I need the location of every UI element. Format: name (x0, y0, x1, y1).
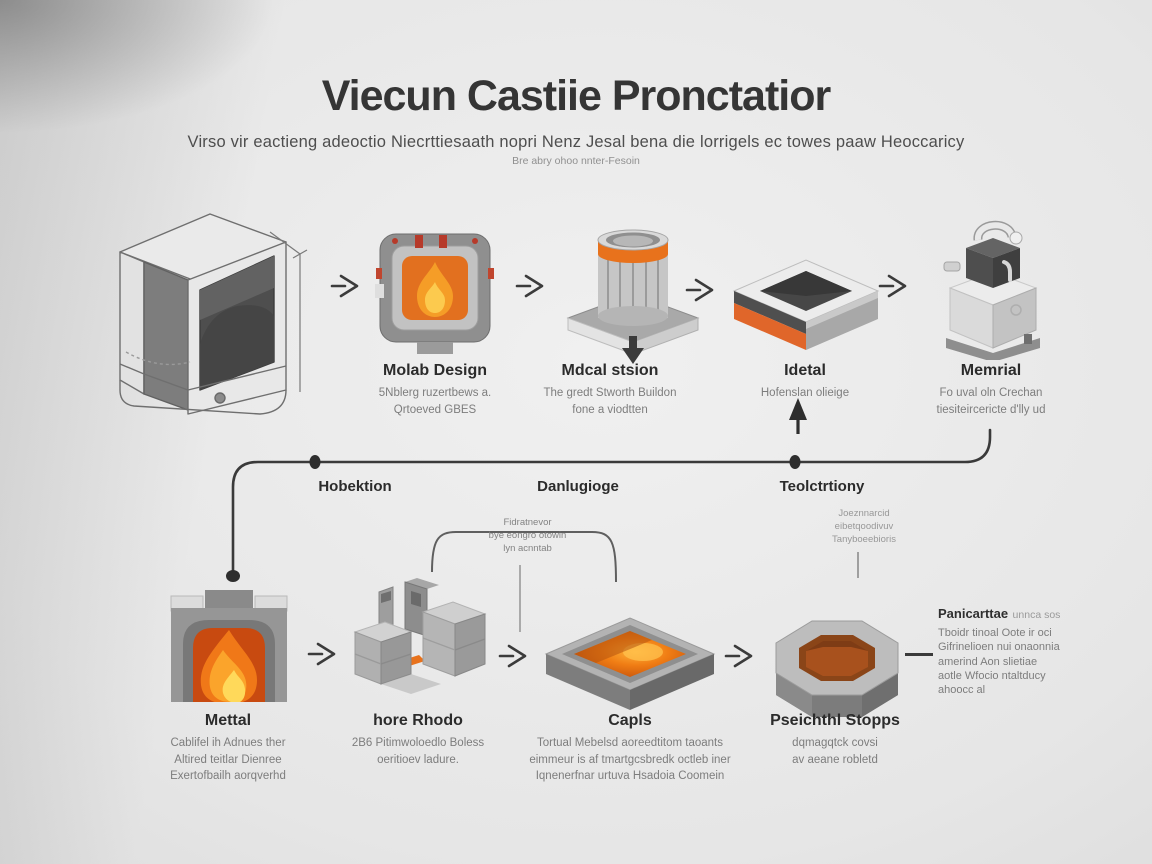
flow-connector-line (226, 398, 992, 582)
melting-furnace-icon (170, 590, 288, 702)
bottom-step-caps: Capls Tortual Mebelsd aoreedtitom taoant… (495, 712, 765, 785)
page-subtitle-small: Bre abry ohoo nnter-Fesoin (512, 155, 640, 167)
bottom-step-rhodo: hore Rhodo 2B6 Pitimwoloedlo Boless oeri… (323, 712, 513, 768)
side-note-title-suffix: unnca sos (1012, 609, 1061, 621)
page-title: Viecun Castiie Pronctatior (321, 72, 831, 120)
step-subtext-line: Tortual Mebelsd aoreedtitom taoants (536, 737, 724, 749)
bracket-annotation: Fidratnevor bye eongro otowin lyn acnnta… (445, 517, 610, 555)
annotation-line: Joeznnarcid (838, 508, 890, 519)
side-note-line: Gifrinelioen nui onaonnia (938, 641, 1060, 654)
step-subtext-line: Qrtoeved GBES (393, 403, 477, 416)
step-subtext-line: 2B6 Pitimwoloedlo Boless (351, 737, 485, 749)
side-note-line: aotle Wfocio ntaltducy (938, 669, 1046, 682)
mid-label-2: Danlugioge (537, 478, 619, 495)
top-step-memrial: Memrial Fo uval oln Crechan tiesiteircer… (906, 362, 1076, 418)
step-subtext-line: dqmagqtck covsi (792, 737, 878, 749)
step-label: Pseichthl Stopps (770, 712, 900, 729)
molten-mold-icon (544, 617, 716, 710)
top-step-metal: Idetal Hofenslan olieige (720, 362, 890, 402)
dash-connector (905, 653, 933, 656)
casting-machine-icon (353, 578, 487, 694)
step-subtext-line: Exertofbailh aorqverhd (170, 770, 286, 783)
side-note-line: Tboidr tinoal Oote ir oci (938, 627, 1052, 639)
vacuum-forming-machine-icon (119, 213, 308, 415)
step-label: Mettal (204, 712, 252, 729)
step-label: Memrial (960, 362, 1022, 379)
annotation-line: Fidratnevor (503, 517, 552, 528)
side-note-line: ahoocc al (938, 684, 986, 697)
step-label: Capls (608, 712, 652, 729)
step-subtext-line: The gredt Stworth Buildon (543, 387, 677, 399)
cast-part-icon (775, 620, 899, 717)
top-step-mold-station: Mdcal stsion The gredt Stworth Buildon f… (525, 362, 695, 418)
top-step-mold-design: Molab Design 5Nblerg ruzertbews a. Qrtoe… (350, 362, 520, 418)
side-note-line: amerind Aon slietiae (938, 655, 1038, 668)
step-subtext-line: Fo uval oln Crechan (939, 387, 1043, 399)
arrow-right-icon (330, 274, 359, 298)
crucible-icon (566, 229, 700, 364)
bottom-step-metal: Mettal Cablifel ih Adnues ther Altired t… (133, 712, 323, 785)
arrow-right-icon (724, 644, 753, 668)
step-label: Idetal (784, 362, 826, 379)
page-subtitle: Virso vir eactieng adeoctio Niecrttiesaa… (187, 133, 965, 151)
step-label: Molab Design (382, 362, 487, 379)
annotation-line: bye eongro otowin (488, 529, 567, 541)
step-subtext-line: Altired teitlar Dienree (174, 753, 282, 766)
annotation-line: lyn acnntab (503, 542, 552, 554)
step-subtext-line: Hofenslan olieige (760, 387, 850, 399)
step-subtext-line: tiesiteircericte d'lly ud (936, 403, 1046, 416)
step-subtext-line: av aeane robletd (792, 753, 878, 766)
side-note: Panicarttae unnca sos Tboidr tinoal Oote… (938, 605, 1100, 697)
arrow-right-icon (685, 278, 714, 302)
step-subtext-line: Iqnenerfnar urtuva Hsadoia Coomein (535, 770, 725, 783)
right-annotation: Joeznnarcid eibetqoodivuv Tanyboeebioris (808, 508, 920, 546)
mold-frame-icon (732, 259, 880, 350)
mold-furnace-icon (375, 233, 494, 354)
step-subtext-line: Cablifel ih Adnues ther (170, 737, 286, 749)
step-subtext-line: oeritioev ladure. (377, 753, 459, 766)
step-label: Mdcal stsion (561, 362, 659, 379)
step-subtext-line: fone a viodtten (572, 403, 648, 416)
bottom-step-stopps: Pseichthl Stopps dqmagqtck covsi av aean… (745, 712, 925, 768)
vacuum-chamber-icon (943, 220, 1040, 360)
mid-label-1: Hobektion (318, 478, 392, 495)
step-label: hore Rhodo (373, 712, 463, 729)
step-subtext-line: eimmeur is af tmartgcsbredk octleb iner (529, 753, 731, 766)
side-note-title: Panicarttae (938, 606, 1009, 621)
arrow-right-icon (878, 274, 907, 298)
annotation-connector-line (857, 552, 859, 578)
annotation-line: eibetqoodivuv (834, 520, 894, 532)
arrow-right-icon (515, 274, 544, 298)
bracket-connector (431, 531, 617, 632)
mid-label-3: Teolctrtiony (779, 478, 865, 495)
step-subtext-line: 5Nblerg ruzertbews a. (378, 387, 492, 399)
arrow-right-icon (498, 644, 527, 668)
annotation-line: Tanyboeebioris (832, 533, 896, 545)
arrow-right-icon (307, 642, 336, 666)
